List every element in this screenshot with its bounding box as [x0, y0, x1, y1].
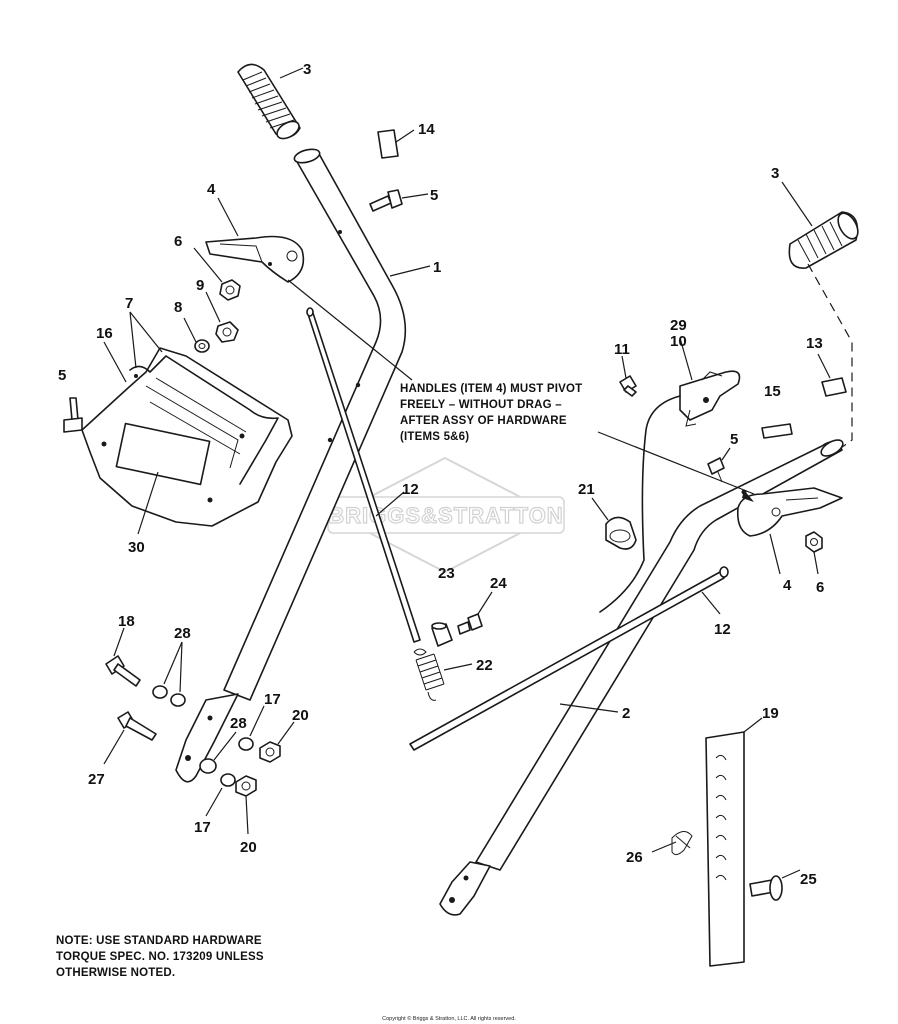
- bolt-5-edge-icon: [63, 397, 83, 433]
- label-bolt-24: 24: [490, 575, 507, 592]
- label-bolt-5-right: 5: [730, 431, 738, 448]
- grip-left-icon: [237, 63, 301, 140]
- bolt-27-icon: [117, 711, 157, 741]
- label-washer-28-mid: 28: [230, 715, 247, 732]
- label-clip-21: 21: [578, 481, 595, 498]
- pin-25-icon: [749, 875, 783, 901]
- control-cable-icon: [599, 395, 681, 613]
- label-pin-26: 26: [626, 849, 643, 866]
- label-nut-20-bottom: 20: [240, 839, 257, 856]
- label-panel-16: 16: [96, 325, 113, 342]
- label-grip-left: 3: [303, 61, 311, 78]
- label-handle-4-right: 4: [783, 577, 792, 594]
- spacer-23-icon: [431, 622, 453, 647]
- clip-21-icon: [605, 516, 637, 550]
- label-panel-7: 7: [125, 295, 133, 312]
- label-washer-9: 9: [196, 277, 204, 294]
- label-washer-8: 8: [174, 299, 182, 316]
- spring-22-icon: [413, 648, 445, 701]
- label-lock-17-bottom: 17: [194, 819, 211, 836]
- note-line-2: TORQUE SPEC. NO. 173209 UNLESS: [56, 951, 264, 963]
- washer-28-mid-icon: [199, 758, 217, 774]
- label-handle-4-left: 4: [207, 181, 216, 198]
- nut-20-top-icon: [259, 741, 281, 763]
- label-lower-handle-2: 2: [622, 705, 630, 722]
- throttle-control-icon: [679, 370, 741, 427]
- label-grip-right: 3: [771, 165, 779, 182]
- handle-4-left-icon: [205, 235, 305, 283]
- label-nut-6-right: 6: [816, 579, 824, 596]
- lock-washer-17-bottom-icon: [220, 773, 236, 787]
- label-lock-17-top: 17: [264, 691, 281, 708]
- nut-20-bottom-icon: [235, 775, 257, 797]
- label-decal-13: 13: [806, 335, 823, 352]
- label-washer-28-top: 28: [174, 625, 191, 642]
- label-bolt-5-left: 5: [430, 187, 438, 204]
- decal-15-icon: [761, 423, 793, 439]
- lower-handle-icon: [439, 439, 844, 916]
- label-rod-12-right: 12: [714, 621, 731, 638]
- part-number-labels: 3 14 5 4 1 6 9 8 7 16 5 30 12 23 24 22 1…: [58, 61, 824, 888]
- lock-washer-17-top-icon: [238, 737, 254, 751]
- bolt-5-left-icon: [369, 189, 403, 212]
- upper-handle-icon: [175, 148, 407, 783]
- note-line-3: OTHERWISE NOTED.: [56, 967, 175, 979]
- watermark-text: BRIGGS&STRATTON: [328, 503, 563, 528]
- label-bolt-27: 27: [88, 771, 105, 788]
- label-bracket-19: 19: [762, 705, 779, 722]
- label-nut-20-top: 20: [292, 707, 309, 724]
- label-control-29: 29: [670, 317, 687, 334]
- label-decal-15: 15: [764, 383, 781, 400]
- label-decal-30: 30: [128, 539, 145, 556]
- bracket-19-icon: [705, 731, 745, 967]
- label-bolt-5-edge: 5: [58, 367, 66, 384]
- grip-right-icon: [788, 211, 859, 269]
- pivot-callout-note: HANDLES (ITEM 4) MUST PIVOT FREELY – WIT…: [400, 383, 582, 443]
- washer-9-icon: [215, 321, 239, 343]
- copyright-text: Copyright © Briggs & Stratton, LLC. All …: [382, 1015, 516, 1022]
- label-pin-25: 25: [800, 871, 817, 888]
- brand-watermark: BRIGGS&STRATTON: [327, 456, 565, 574]
- control-panel-icon: [81, 347, 293, 527]
- washer-28-b-icon: [170, 693, 186, 707]
- label-control-10: 10: [670, 333, 687, 350]
- label-bolt-18: 18: [118, 613, 135, 630]
- callout-line-4: (ITEMS 5&6): [400, 431, 469, 443]
- torque-note: NOTE: USE STANDARD HARDWARE TORQUE SPEC.…: [56, 935, 264, 979]
- callout-line-3: AFTER ASSY OF HARDWARE: [400, 415, 567, 427]
- handle-4-right-icon: [736, 487, 843, 537]
- bolt-5-right-icon: [707, 457, 725, 483]
- decal-14-icon: [377, 129, 399, 159]
- label-nut-6-left: 6: [174, 233, 182, 250]
- washer-28-a-icon: [152, 685, 168, 699]
- nut-6-left-icon: [219, 279, 241, 301]
- bolt-18-icon: [105, 655, 141, 687]
- nut-6-right-icon: [805, 531, 823, 553]
- label-spring-22: 22: [476, 657, 493, 674]
- rod-12-left-icon: [306, 307, 421, 643]
- label-spacer-23: 23: [438, 565, 455, 582]
- label-rod-12-left: 12: [402, 481, 419, 498]
- bolt-24-icon: [457, 613, 483, 635]
- label-bolt-11: 11: [614, 341, 630, 358]
- callout-line-2: FREELY – WITHOUT DRAG –: [400, 399, 562, 411]
- note-line-1: NOTE: USE STANDARD HARDWARE: [56, 935, 262, 947]
- callout-line-1: HANDLES (ITEM 4) MUST PIVOT: [400, 383, 582, 395]
- washer-8-icon: [194, 339, 210, 353]
- decal-13-icon: [821, 377, 847, 397]
- pin-26-icon: [671, 831, 693, 856]
- bolt-11-icon: [619, 375, 637, 397]
- rod-12-right-icon: [409, 566, 729, 751]
- label-decal-14: 14: [418, 121, 435, 138]
- label-upper-handle-1: 1: [433, 259, 441, 276]
